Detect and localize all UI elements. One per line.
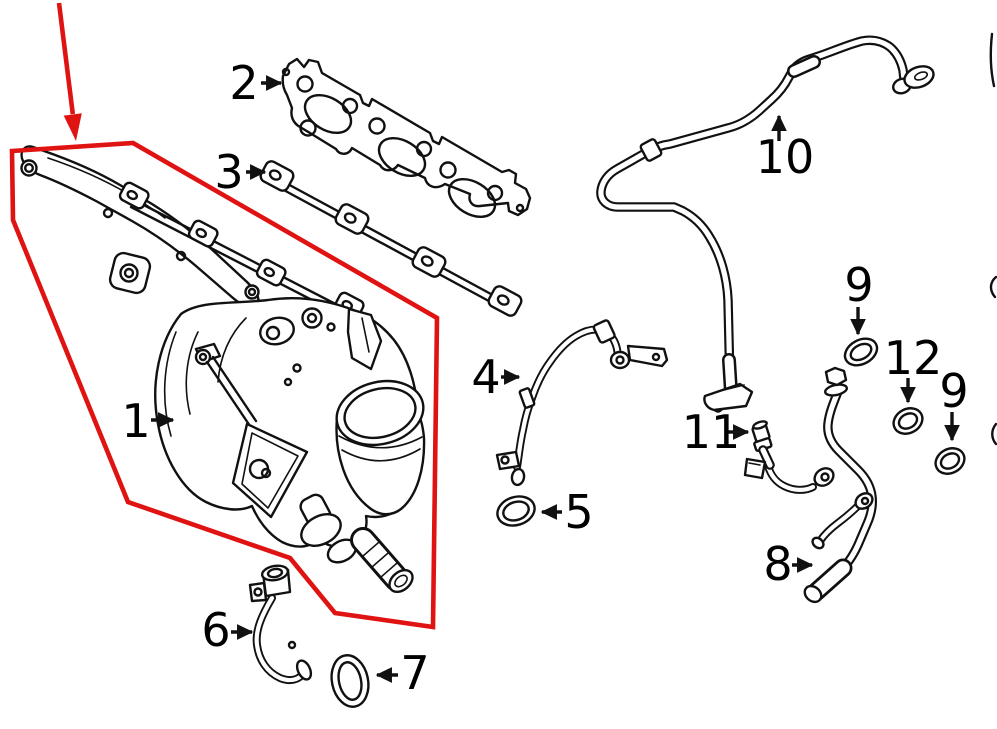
highlight-outline-part-1 [9,2,440,630]
edge-clipped-fragments [989,32,997,446]
part-1-turbocharger [20,145,426,594]
callout-12-label: 12 [884,331,943,385]
callout-4: 4 [471,350,521,404]
highlight-arrow-head [63,113,82,141]
part-3-stud-rail [259,160,523,317]
callout-9-upper-label: 9 [844,258,873,312]
callouts: 1 2 3 4 5 6 7 8 [121,56,968,700]
callout-9-lower: 9 [939,364,969,442]
part-2-manifold-gasket [281,57,532,219]
callout-11: 11 [682,405,750,459]
callout-3: 3 [214,145,267,199]
pipe-end-loop [903,65,935,89]
part-7-seal-ring [330,654,370,708]
part-9-seal-ring-upper [843,337,879,367]
callout-6-label: 6 [201,603,230,657]
part-11-connector-fitting [743,420,835,494]
callout-7: 7 [375,646,430,700]
pipe-clamp [639,138,663,162]
callout-7-label: 7 [400,646,429,700]
callout-5-label: 5 [564,485,593,539]
outlet-elbow [350,527,414,594]
callout-5: 5 [540,485,594,539]
callout-4-label: 4 [471,350,500,404]
callout-10-label: 10 [756,130,815,184]
callout-2-label: 2 [229,56,258,110]
bolt-head [824,366,848,387]
part-6-oil-drain-pipe [248,564,313,685]
callout-8: 8 [763,537,814,591]
callout-2: 2 [229,56,283,110]
callout-8-label: 8 [763,537,792,591]
callout-1: 1 [121,394,175,448]
part-8-oil-pipe [803,366,877,604]
pipe-flange [703,382,754,412]
compressor-inlet [335,379,426,516]
callout-9-upper: 9 [844,258,874,336]
callout-10: 10 [756,114,815,184]
callout-1-label: 1 [121,394,150,448]
part-10-coolant-pipe [596,35,935,413]
callout-12: 12 [884,331,943,404]
part-5-seal-ring [496,495,536,527]
callout-6: 6 [201,603,254,657]
callout-3-label: 3 [214,145,243,199]
part-4-coolant-hose [495,319,669,487]
callout-9-lower-label: 9 [939,364,968,418]
callout-11-label: 11 [682,405,741,459]
part-9-seal-ring-lower [934,447,966,475]
gasket-bolt-holes [281,67,525,213]
highlight-arrow-shaft [56,2,76,115]
part-12-seal-ring [892,407,924,435]
gasket-ports [303,93,497,219]
